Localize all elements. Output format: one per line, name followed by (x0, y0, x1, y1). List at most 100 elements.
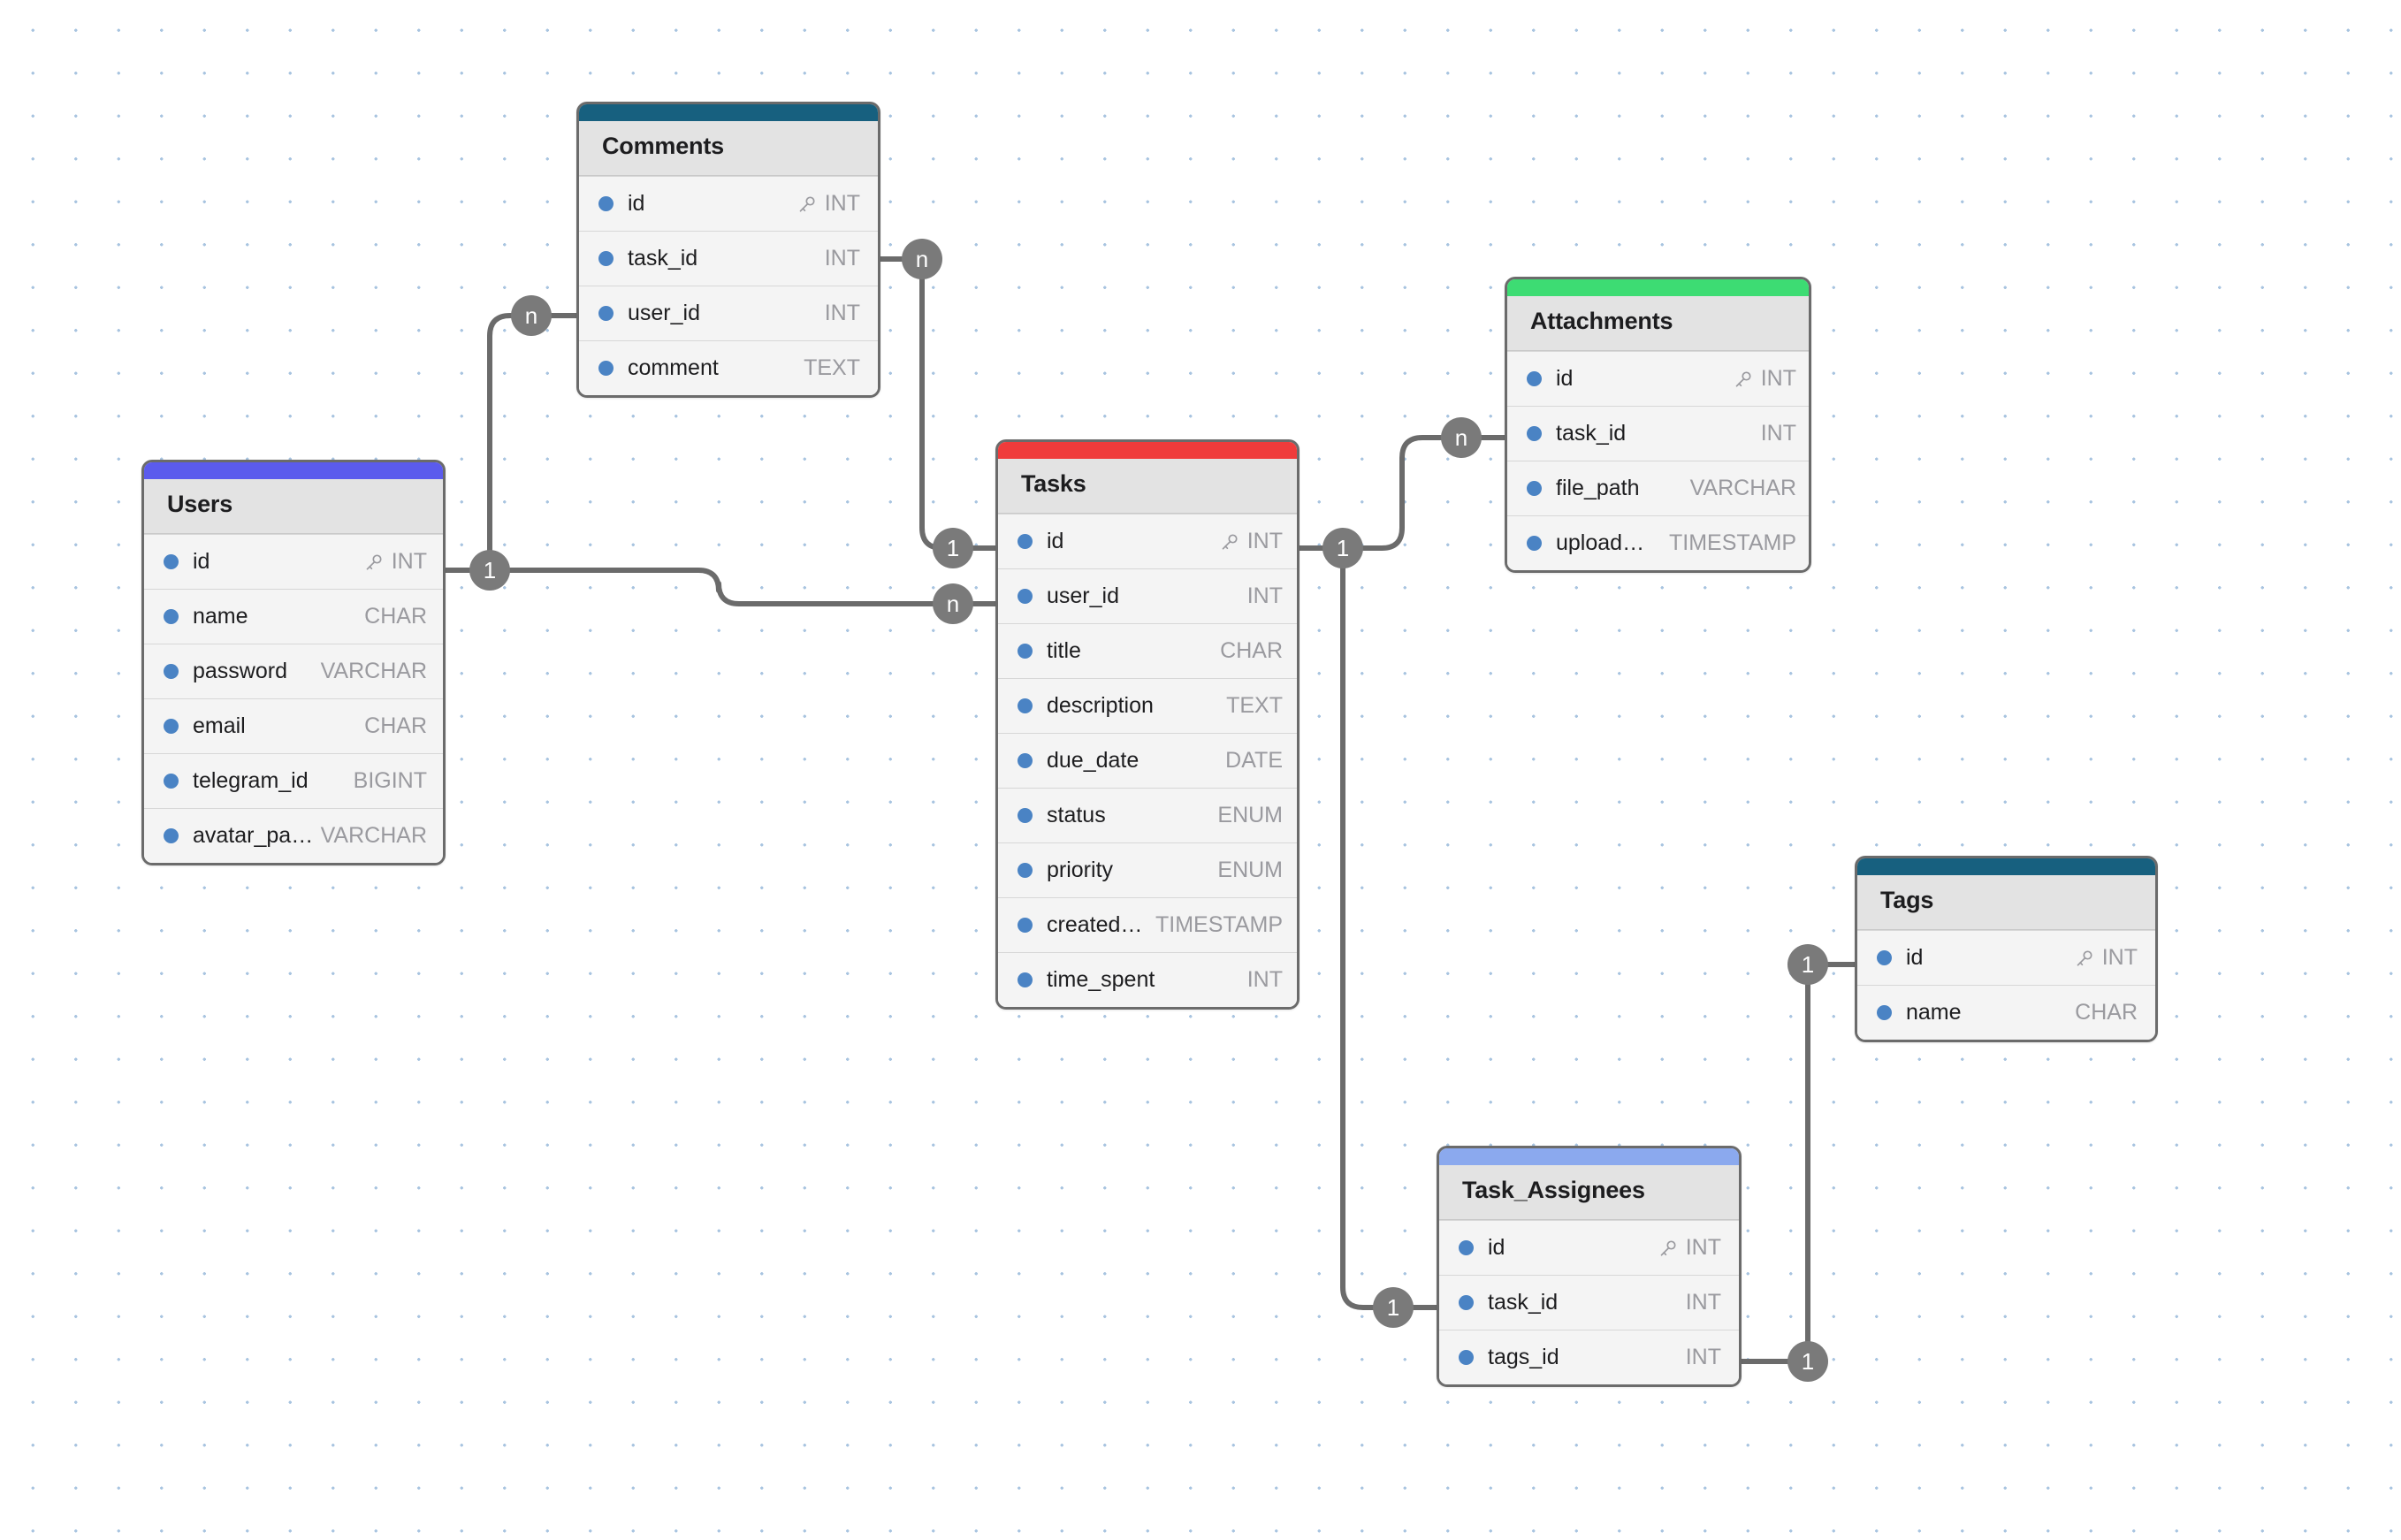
field-bullet-icon (164, 609, 179, 624)
accent-bar-users (144, 462, 443, 479)
primary-key-icon (799, 195, 815, 212)
cardinality-badge-n: n (933, 583, 973, 624)
field-bullet-icon (1877, 950, 1892, 965)
field-type: VARCHAR (1689, 476, 1796, 500)
table-header-comments[interactable]: Comments (579, 121, 878, 176)
field-row[interactable]: due_date DATE (998, 733, 1297, 788)
table-card-attachments[interactable]: Attachments id INT task_id INT file_path… (1505, 277, 1811, 573)
field-row[interactable]: tags_id INT (1439, 1330, 1739, 1384)
field-bullet-icon (1018, 534, 1033, 549)
field-row[interactable]: priority ENUM (998, 842, 1297, 897)
field-row[interactable]: time_spent INT (998, 952, 1297, 1007)
field-name: id (1556, 366, 1574, 391)
cardinality-badge-n: n (511, 295, 552, 336)
table-header-task-assignees[interactable]: Task_Assignees (1439, 1165, 1739, 1220)
field-type: INT (2101, 945, 2138, 970)
field-bullet-icon (1527, 481, 1542, 496)
table-header-tags[interactable]: Tags (1857, 875, 2155, 930)
table-header-tasks[interactable]: Tasks (998, 459, 1297, 514)
accent-bar-comments (579, 104, 878, 121)
field-type: TEXT (1226, 693, 1283, 718)
field-bullet-icon (1527, 371, 1542, 386)
edge-comments-tasks (880, 256, 995, 551)
field-row[interactable]: user_id INT (998, 568, 1297, 623)
field-name: email (193, 713, 246, 738)
field-row[interactable]: name CHAR (144, 589, 443, 644)
field-type: INT (824, 301, 860, 325)
field-row[interactable]: comment TEXT (579, 340, 878, 395)
field-type: CHAR (2075, 1000, 2138, 1025)
field-name: file_path (1556, 476, 1640, 500)
field-type: CHAR (364, 713, 427, 738)
table-title: Tags (1880, 887, 1934, 913)
field-row[interactable]: id INT (144, 534, 443, 589)
field-row[interactable]: avatar_pa… VARCHAR (144, 808, 443, 863)
field-row[interactable]: telegram_id BIGINT (144, 753, 443, 808)
field-row[interactable]: task_id INT (1439, 1275, 1739, 1330)
field-type: INT (1760, 421, 1796, 446)
field-row[interactable]: upload… TIMESTAMP (1507, 515, 1809, 570)
field-row[interactable]: file_path VARCHAR (1507, 461, 1809, 515)
table-card-tags[interactable]: Tags id INT name CHAR (1855, 856, 2158, 1042)
field-bullet-icon (598, 196, 614, 211)
field-row[interactable]: name CHAR (1857, 985, 2155, 1040)
field-name: description (1047, 693, 1154, 718)
table-title: Comments (602, 133, 724, 159)
field-row[interactable]: user_id INT (579, 286, 878, 340)
table-header-users[interactable]: Users (144, 479, 443, 534)
field-bullet-icon (1018, 918, 1033, 933)
edge-users-tasks (446, 568, 995, 606)
field-row[interactable]: title CHAR (998, 623, 1297, 678)
cardinality-badge-1: 1 (469, 550, 510, 591)
table-header-attachments[interactable]: Attachments (1507, 296, 1809, 351)
field-row[interactable]: id INT (1439, 1220, 1739, 1275)
field-name: task_id (1556, 421, 1627, 446)
field-row[interactable]: email CHAR (144, 698, 443, 753)
table-card-task-assignees[interactable]: Task_Assignees id INT task_id INT tags_i… (1437, 1146, 1742, 1387)
field-bullet-icon (164, 774, 179, 789)
field-name: user_id (1047, 583, 1119, 608)
accent-bar-task-assignees (1439, 1148, 1739, 1165)
table-card-users[interactable]: Users id INT name CHAR password VARCHAR … (141, 460, 446, 865)
field-bullet-icon (598, 306, 614, 321)
field-row[interactable]: task_id INT (1507, 406, 1809, 461)
field-name: id (1047, 529, 1064, 553)
field-name: created… (1047, 912, 1143, 937)
field-row[interactable]: id INT (998, 514, 1297, 568)
field-bullet-icon (164, 719, 179, 734)
field-type: INT (824, 191, 860, 216)
field-bullet-icon (1018, 589, 1033, 604)
primary-key-icon (1735, 370, 1751, 387)
field-row[interactable]: created… TIMESTAMP (998, 897, 1297, 952)
field-bullet-icon (1527, 426, 1542, 441)
field-type: INT (1685, 1290, 1721, 1315)
field-row[interactable]: password VARCHAR (144, 644, 443, 698)
field-bullet-icon (1018, 698, 1033, 713)
edge-users-comments (446, 313, 576, 573)
field-type: INT (391, 549, 427, 574)
primary-key-icon (2077, 949, 2092, 966)
field-bullet-icon (1018, 972, 1033, 987)
cardinality-badge-1: 1 (933, 528, 973, 568)
table-title: Users (167, 491, 233, 517)
field-row[interactable]: id INT (1507, 351, 1809, 406)
field-type: ENUM (1217, 858, 1283, 882)
field-row[interactable]: description TEXT (998, 678, 1297, 733)
field-name: avatar_pa… (193, 823, 314, 848)
cardinality-badge-1: 1 (1787, 1341, 1828, 1382)
field-name: name (1906, 1000, 1962, 1025)
accent-bar-tasks (998, 442, 1297, 459)
field-row[interactable]: status ENUM (998, 788, 1297, 842)
field-row[interactable]: id INT (579, 176, 878, 231)
field-row[interactable]: task_id INT (579, 231, 878, 286)
field-row[interactable]: id INT (1857, 930, 2155, 985)
field-type: VARCHAR (320, 823, 427, 848)
field-name: id (193, 549, 210, 574)
field-bullet-icon (164, 664, 179, 679)
field-type: BIGINT (353, 768, 427, 793)
field-name: id (1906, 945, 1924, 970)
cardinality-badge-1: 1 (1373, 1287, 1414, 1328)
table-card-comments[interactable]: Comments id INT task_id INT user_id INT … (576, 102, 880, 398)
table-card-tasks[interactable]: Tasks id INT user_id INT title CHAR desc… (995, 439, 1300, 1010)
